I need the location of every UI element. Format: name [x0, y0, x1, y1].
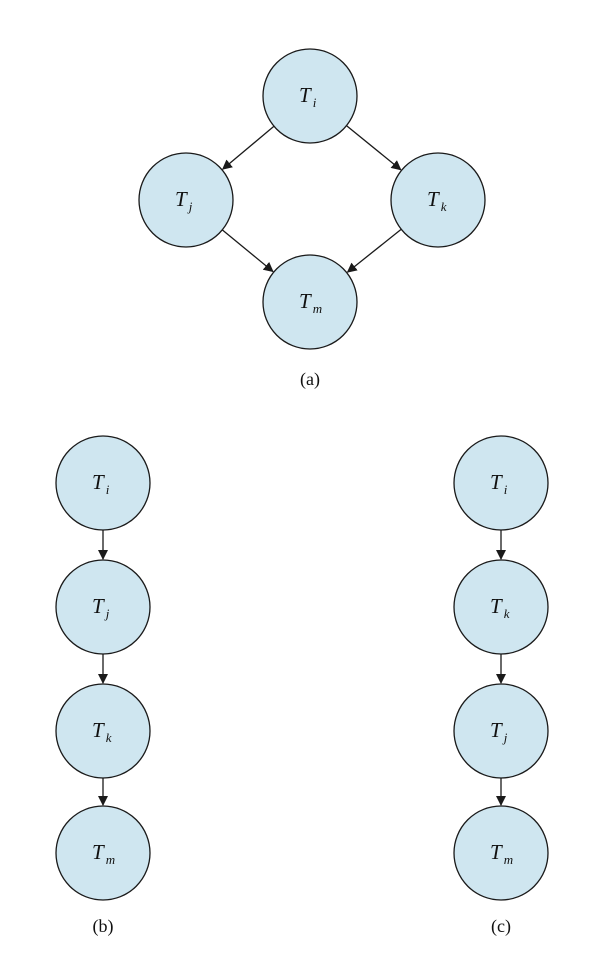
panel-caption-a: (a) [300, 369, 320, 390]
node-circle [55, 435, 151, 531]
edge-arrow-a-Ti-Tk [346, 125, 402, 171]
node-circle [453, 435, 549, 531]
panel-caption-c: (c) [491, 916, 511, 937]
node-circle [138, 152, 234, 248]
node-circle [55, 805, 151, 901]
node-circle [390, 152, 486, 248]
panel-caption-b: (b) [93, 916, 114, 937]
node-circle [453, 683, 549, 779]
edge-arrow-a-Tj-Tm [221, 229, 274, 273]
edge-arrow-a-Tk-Tm [346, 228, 402, 273]
node-circle [55, 559, 151, 655]
node-circle [262, 48, 358, 144]
node-circle [453, 559, 549, 655]
node-circle [262, 254, 358, 350]
edge-arrow-a-Ti-Tj [222, 125, 275, 170]
node-circle [453, 805, 549, 901]
node-circle [55, 683, 151, 779]
